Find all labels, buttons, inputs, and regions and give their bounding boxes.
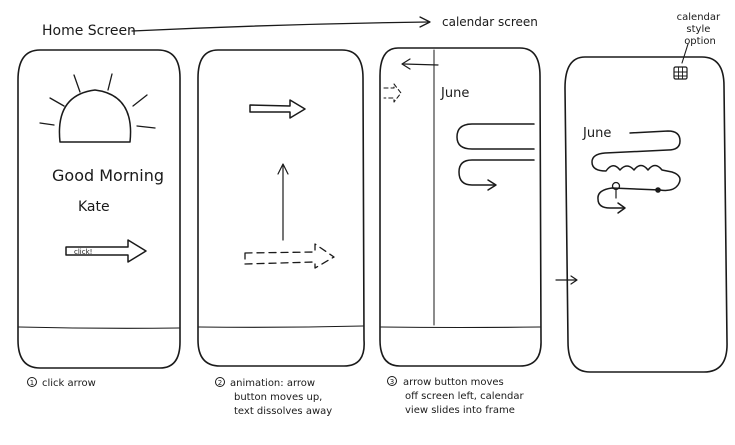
screen-1-home: Good Morning Kate click! [17, 49, 181, 369]
step-number-circle [387, 376, 397, 386]
step-number-circle [215, 377, 225, 387]
event-marker[interactable] [655, 187, 661, 193]
sun-ray [73, 74, 81, 93]
caption-1: 1 click arrow [27, 377, 96, 389]
home-screen-label: Home Screen [42, 23, 136, 39]
sun-ray [107, 73, 113, 91]
sun-ray [39, 122, 55, 126]
step-number: 2 [218, 379, 222, 387]
caption-text: animation: arrow button moves up, text d… [230, 378, 332, 417]
screen-2-animation [197, 49, 365, 367]
calendar-timeline-squiggle [456, 123, 535, 186]
screen-3-calendar-slide: June [379, 47, 542, 367]
phone-frame [17, 49, 181, 369]
month-label: June [440, 86, 469, 101]
offscreen-arrow-button [383, 83, 402, 103]
arrow-button-moved [249, 99, 306, 119]
left-motion-arrow [403, 63, 439, 66]
phone-frame [197, 49, 365, 367]
caption-3: 3 arrow button moves off screen left, ca… [387, 376, 527, 416]
screen-4-calendar: June [564, 56, 728, 373]
phone-frame [564, 56, 728, 373]
flow-arrow-head [419, 16, 431, 28]
sun-ray [132, 94, 148, 107]
timeline-arrowhead [487, 179, 497, 191]
step-number-circle [27, 377, 37, 387]
greeting-text: Good Morning [52, 166, 164, 185]
sun-ray [136, 125, 156, 129]
arrow-button-label: click! [74, 248, 92, 256]
step-number: 3 [390, 378, 394, 386]
arrow-button[interactable] [65, 239, 147, 263]
sun-icon [58, 89, 132, 143]
sun-ray [49, 97, 65, 107]
step-number: 1 [30, 379, 34, 387]
phone-bottom-bar [380, 326, 541, 329]
transition-arrowhead [570, 275, 578, 285]
option-pointer-line [681, 43, 689, 64]
calendar-style-icon[interactable] [673, 66, 688, 80]
calendar-icon-grid [673, 66, 688, 80]
phone-bottom-bar [18, 326, 180, 329]
phone-bottom-bar [198, 325, 364, 328]
caption-text: arrow button moves off screen left, cale… [403, 377, 527, 416]
ghost-arrow-button [244, 243, 335, 269]
user-name-text: Kate [78, 199, 110, 215]
left-motion-arrowhead [401, 58, 411, 70]
flow-arrow-line [131, 21, 429, 32]
calendar-screen-label: calendar screen [442, 15, 538, 29]
caption-line: click arrow [42, 378, 96, 389]
calendar-timeline-squiggle [591, 130, 681, 209]
calendar-style-option-label: calendar style option [677, 12, 724, 47]
timeline-arrowhead [617, 202, 626, 214]
upward-motion-arrowhead [277, 163, 289, 175]
month-label: June [582, 126, 611, 141]
phone-frame [379, 47, 542, 367]
caption-2: 2 animation: arrow button moves up, text… [215, 377, 332, 417]
